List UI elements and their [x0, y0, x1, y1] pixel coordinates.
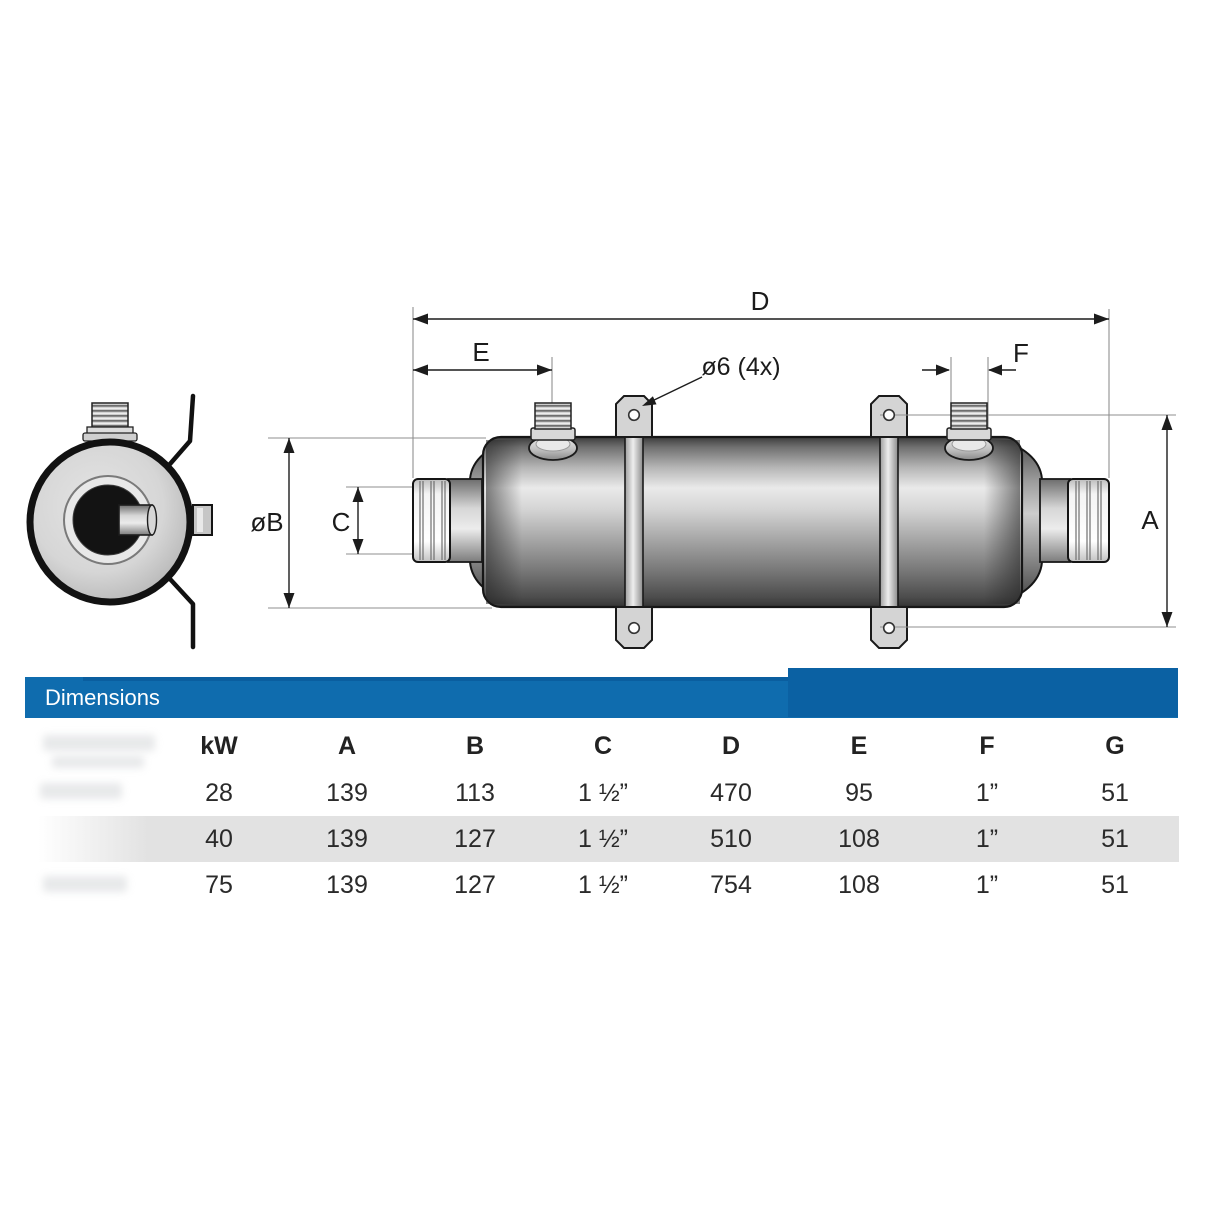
- cell-c: 1 ½”: [577, 778, 629, 807]
- col-header-f: F: [979, 731, 995, 760]
- body-left-shading: [486, 440, 522, 604]
- dimensions-table: kW A B C D E F G 28 139 113 1 ½” 470 95 …: [25, 722, 1179, 908]
- dim-label-d: D: [751, 286, 770, 316]
- faded-label-smudge: [43, 876, 127, 892]
- faded-label-smudge: [43, 735, 155, 751]
- faded-label-smudge: [40, 783, 122, 799]
- end-view-top-fitting-icon: [82, 402, 138, 442]
- vessel-body: [481, 435, 1024, 609]
- dimensions-table-section: Dimensions kW A B C D E F G: [0, 668, 1214, 936]
- cell-g: 51: [1101, 778, 1129, 807]
- cell-f: 1”: [975, 778, 999, 807]
- dim-label-c: C: [332, 507, 351, 537]
- table-row: 28 139 113 1 ½” 470 95 1” 51: [25, 770, 1179, 816]
- technical-drawing: D E F A øB C ø6 (4x): [26, 286, 1176, 650]
- col-header-c: C: [593, 731, 613, 760]
- left-pipe-ribs: [412, 478, 451, 563]
- cell-kw: 75: [205, 870, 233, 899]
- cell-blank: [25, 816, 155, 862]
- side-nub: [192, 504, 213, 536]
- extension-lines: [268, 307, 1110, 609]
- title-bar-dark-segment: [788, 668, 1178, 717]
- dim-label-f: F: [1013, 338, 1029, 368]
- cell-d: 470: [710, 778, 752, 807]
- table-row: 75 139 127 1 ½” 754 108 1” 51: [25, 862, 1179, 908]
- cell-d: 510: [667, 816, 795, 862]
- left-pipe-sleeve: [447, 478, 483, 563]
- top-fitting-right: [944, 402, 994, 461]
- table-row-highlighted: 40 139 127 1 ½” 510 108 1” 51: [25, 816, 1179, 862]
- inner-tube-stub: [118, 504, 158, 536]
- faded-label-smudge: [52, 756, 144, 768]
- cell-blank: [25, 770, 155, 816]
- dim-label-a: A: [1141, 505, 1159, 535]
- cell-c: 1 ½”: [539, 816, 667, 862]
- cell-f: 1”: [923, 816, 1051, 862]
- cell-b: 127: [454, 870, 496, 899]
- cell-a: 139: [326, 778, 368, 807]
- cell-a: 139: [283, 816, 411, 862]
- col-header-a: A: [337, 731, 357, 760]
- break-line-top: [167, 393, 196, 467]
- cell-e: 108: [795, 816, 923, 862]
- dim-label-e: E: [472, 337, 489, 367]
- table-title: Dimensions: [45, 685, 160, 710]
- cell-f: 1”: [975, 870, 999, 899]
- cell-g: 51: [1051, 816, 1179, 862]
- cell-blank: [25, 862, 155, 908]
- table-title-bar: Dimensions: [25, 668, 1178, 718]
- cell-d: 754: [710, 870, 752, 899]
- col-header-b: B: [465, 731, 485, 760]
- col-header-d: D: [721, 731, 741, 760]
- top-fitting-left: [528, 402, 578, 461]
- dim-label-mount-hole: ø6 (4x): [701, 353, 780, 381]
- end-view: [26, 393, 213, 650]
- cell-b: 127: [411, 816, 539, 862]
- col-header-g: G: [1105, 731, 1125, 760]
- col-header-blank: [25, 722, 155, 770]
- title-bar-top-strip: [83, 677, 798, 681]
- cell-a: 139: [326, 870, 368, 899]
- mount-strap-right: [879, 436, 899, 608]
- cell-kw: 28: [205, 778, 233, 807]
- cell-c: 1 ½”: [577, 870, 629, 899]
- cell-b: 113: [455, 778, 495, 807]
- right-pipe-sleeve: [1039, 478, 1071, 563]
- mount-strap-left: [624, 436, 644, 608]
- header-row: kW A B C D E F G: [25, 722, 1179, 770]
- col-header-kw: kW: [200, 731, 238, 760]
- cell-e: 108: [838, 870, 880, 899]
- cell-g: 51: [1101, 870, 1129, 899]
- body-right-shading: [984, 440, 1020, 604]
- cell-kw: 40: [155, 816, 283, 862]
- dimension-arrowheads: [283, 313, 1173, 627]
- col-header-e: E: [850, 731, 868, 760]
- mount-holes: [627, 408, 896, 635]
- right-pipe-ribs: [1067, 478, 1110, 563]
- break-line-bottom: [167, 576, 196, 650]
- dimension-lines: [288, 318, 1168, 627]
- dim-label-diameter-b: øB: [250, 507, 283, 537]
- side-view: [412, 395, 1176, 649]
- cell-e: 95: [845, 778, 873, 807]
- height-extension-lines: [880, 414, 1176, 628]
